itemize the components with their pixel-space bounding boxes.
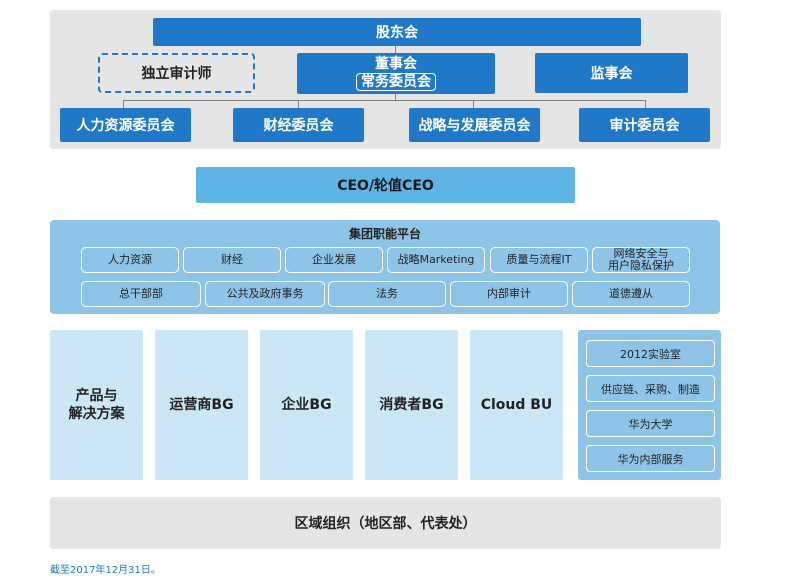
group-platform-panel (50, 220, 720, 314)
platform-item-public-affairs: 公共及政府事务 (205, 281, 325, 307)
group-platform-title: 集团职能平台 (348, 226, 421, 241)
connector-line (473, 100, 474, 108)
shareholders-box: 股东会 (153, 18, 641, 46)
standing-committee-label: 常务委员会 (356, 73, 436, 91)
bg-carrier: 运营商BG (155, 330, 248, 480)
committee-audit: 审计委员会 (579, 108, 710, 142)
supervisory-board-box: 监事会 (535, 53, 688, 93)
platform-item-strategy-marketing: 战略Marketing (387, 247, 485, 273)
platform-item-corp-dev: 企业发展 (285, 247, 383, 273)
bg-enterprise: 企业BG (260, 330, 353, 480)
platform-item-cadre: 总干部部 (81, 281, 201, 307)
ceo-box: CEO/轮值CEO (196, 167, 575, 203)
platform-item-hr: 人力资源 (81, 247, 179, 273)
committee-hr: 人力资源委员会 (60, 108, 191, 142)
connector-line (123, 100, 646, 101)
connector-line (298, 100, 299, 108)
unit-2012-labs: 2012实验室 (586, 340, 715, 367)
committee-strategy: 战略与发展委员会 (409, 108, 540, 142)
independent-auditor-box: 独立审计师 (98, 53, 255, 93)
board-label: 董事会 (375, 56, 417, 72)
bg-products-solutions: 产品与 解决方案 (50, 330, 143, 480)
platform-item-internal-audit: 内部审计 (450, 281, 568, 307)
bu-cloud: Cloud BU (470, 330, 563, 480)
footnote: 截至2017年12月31日。 (50, 565, 161, 576)
committee-finance: 财经委员会 (233, 108, 364, 142)
unit-supply-chain: 供应链、采购、制造 (586, 375, 715, 402)
connector-line (645, 100, 646, 108)
platform-item-ethics: 道德遵从 (572, 281, 690, 307)
unit-huawei-university: 华为大学 (586, 410, 715, 437)
platform-item-quality-it: 质量与流程IT (490, 247, 588, 273)
board-box: 董事会 常务委员会 (297, 53, 495, 94)
regional-organization: 区域组织（地区部、代表处） (50, 497, 721, 549)
platform-item-finance: 财经 (183, 247, 281, 273)
connector-line (123, 100, 124, 108)
other-units-panel (578, 330, 721, 480)
bg-consumer: 消费者BG (365, 330, 458, 480)
platform-item-legal: 法务 (328, 281, 446, 307)
connector-line (395, 46, 396, 54)
unit-internal-services: 华为内部服务 (586, 445, 715, 472)
connector-line (395, 94, 396, 100)
platform-item-security-privacy: 网络安全与 用户隐私保护 (592, 247, 690, 273)
